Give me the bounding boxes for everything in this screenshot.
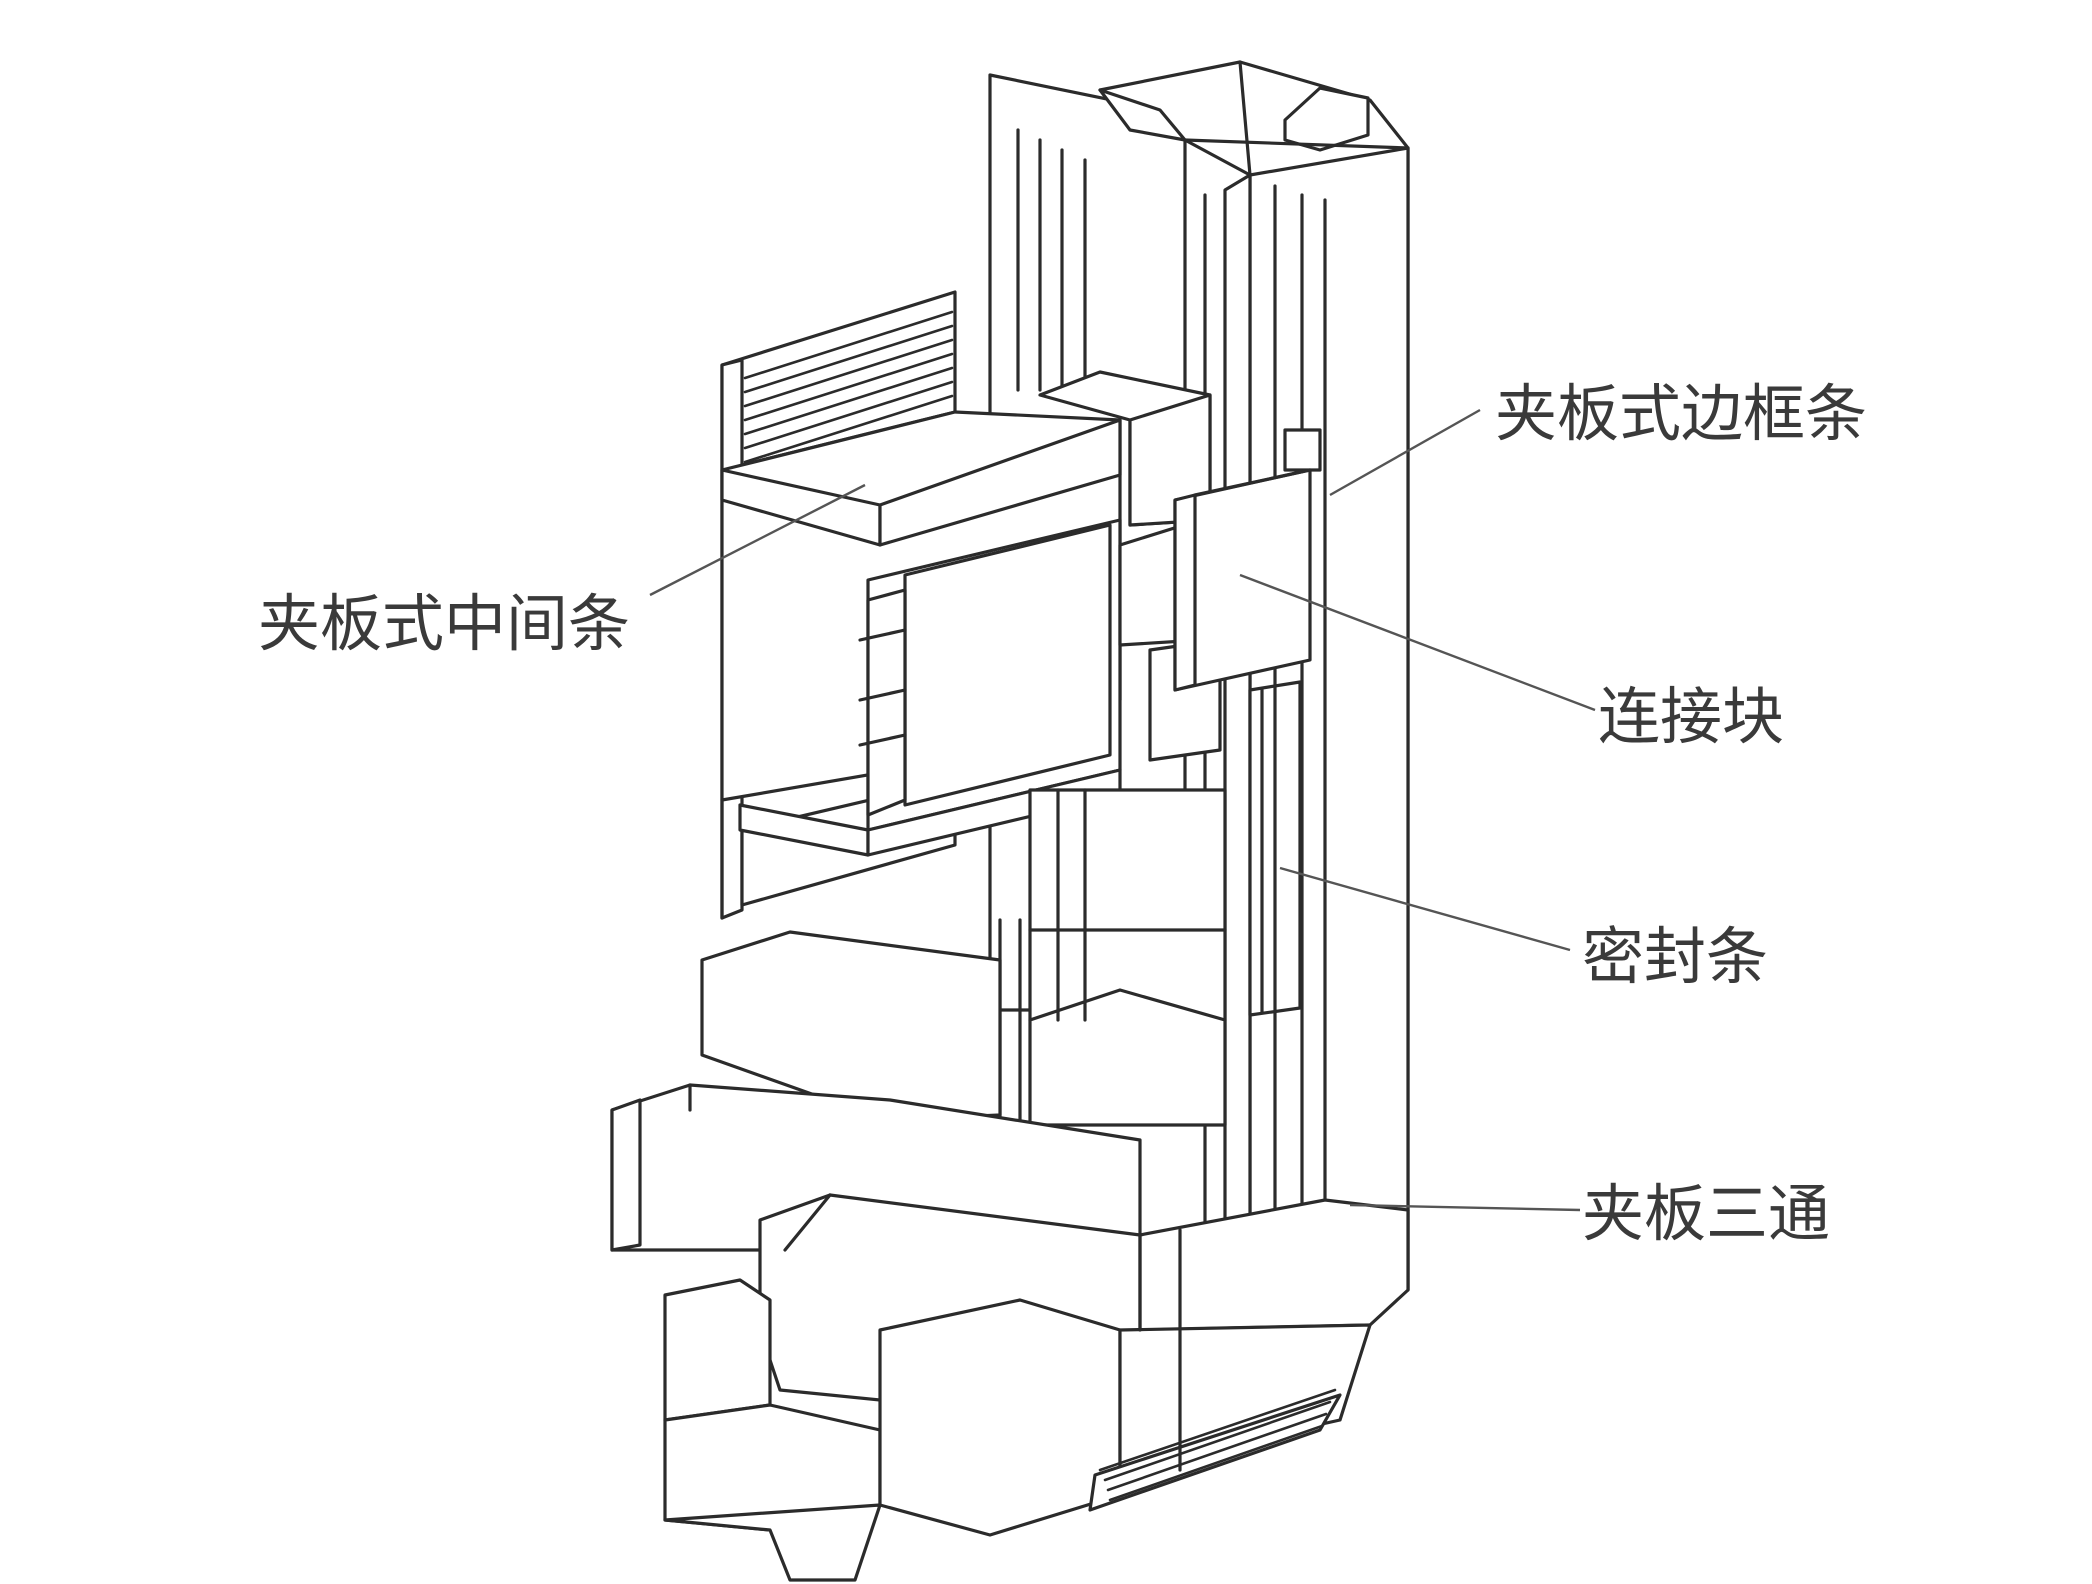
seal-strip <box>1248 680 1302 1017</box>
frame-lower-section <box>998 788 1227 1127</box>
leader-lines <box>649 408 1596 1212</box>
label-seal: 密封条 <box>1582 920 1768 993</box>
leader-connector <box>1239 573 1596 712</box>
label-middle-bar: 夹板式中间条 <box>258 587 630 660</box>
tee-louvers <box>1098 1388 1337 1502</box>
middle-bar-profile <box>720 410 1122 920</box>
leader-side-frame <box>1329 408 1481 497</box>
clamp-tee-joint <box>610 930 1410 1582</box>
label-side-frame: 夹板式边框条 <box>1495 377 1867 450</box>
leader-tee <box>1349 1203 1581 1212</box>
connector-block <box>1173 428 1322 692</box>
label-tee: 夹板三通 <box>1582 1177 1830 1250</box>
leader-seal <box>1279 866 1571 952</box>
side-frame-hex-core <box>1283 86 1370 152</box>
leader-middle-bar <box>649 483 866 597</box>
label-connector: 连接块 <box>1598 680 1784 753</box>
callout-labels: 夹板式边框条 夹板式中间条 连接块 密封条 夹板三通 <box>258 377 1867 1250</box>
